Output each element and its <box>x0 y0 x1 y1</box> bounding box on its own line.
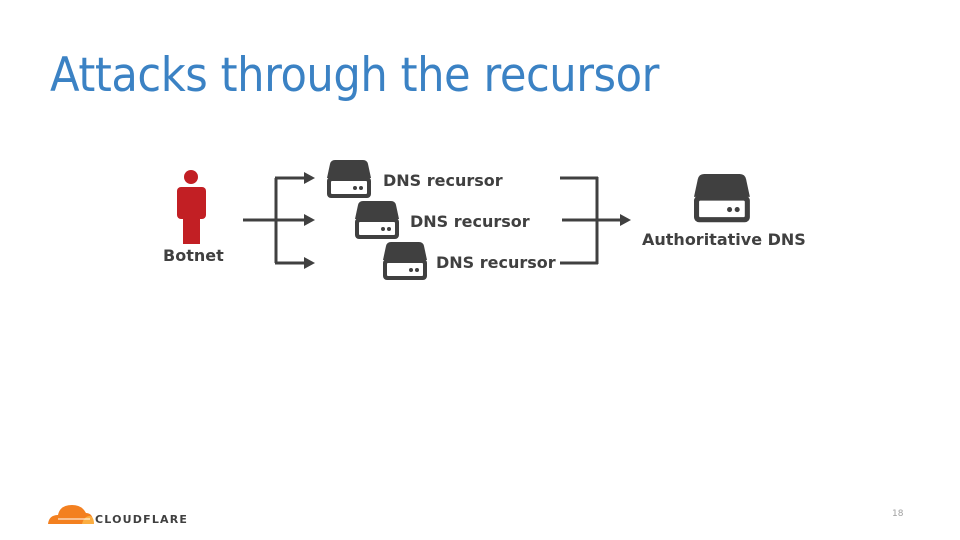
slide-title: Attacks through the recursor <box>50 48 659 103</box>
server-icon <box>327 160 371 198</box>
page-number: 18 <box>892 509 904 519</box>
cloudflare-logo-text: CLOUDFLARE <box>95 513 189 526</box>
fan-out-connector <box>243 176 306 265</box>
server-icon <box>694 174 750 223</box>
recursor-label: DNS recursor <box>410 212 530 231</box>
person-icon <box>177 170 206 244</box>
authoritative-dns-label: Authoritative DNS <box>642 230 806 249</box>
recursor-label: DNS recursor <box>436 253 556 272</box>
server-icon <box>383 242 427 280</box>
arrowheads-left <box>304 172 315 269</box>
arrowhead <box>304 257 315 269</box>
fan-in-connector <box>560 176 622 265</box>
arrowhead <box>304 214 315 226</box>
arrowhead <box>304 172 315 184</box>
recursor-label: DNS recursor <box>383 171 503 190</box>
cloudflare-logo-icon <box>48 505 94 524</box>
arrowhead <box>620 214 631 226</box>
server-icon <box>355 201 399 239</box>
botnet-label: Botnet <box>163 246 224 265</box>
